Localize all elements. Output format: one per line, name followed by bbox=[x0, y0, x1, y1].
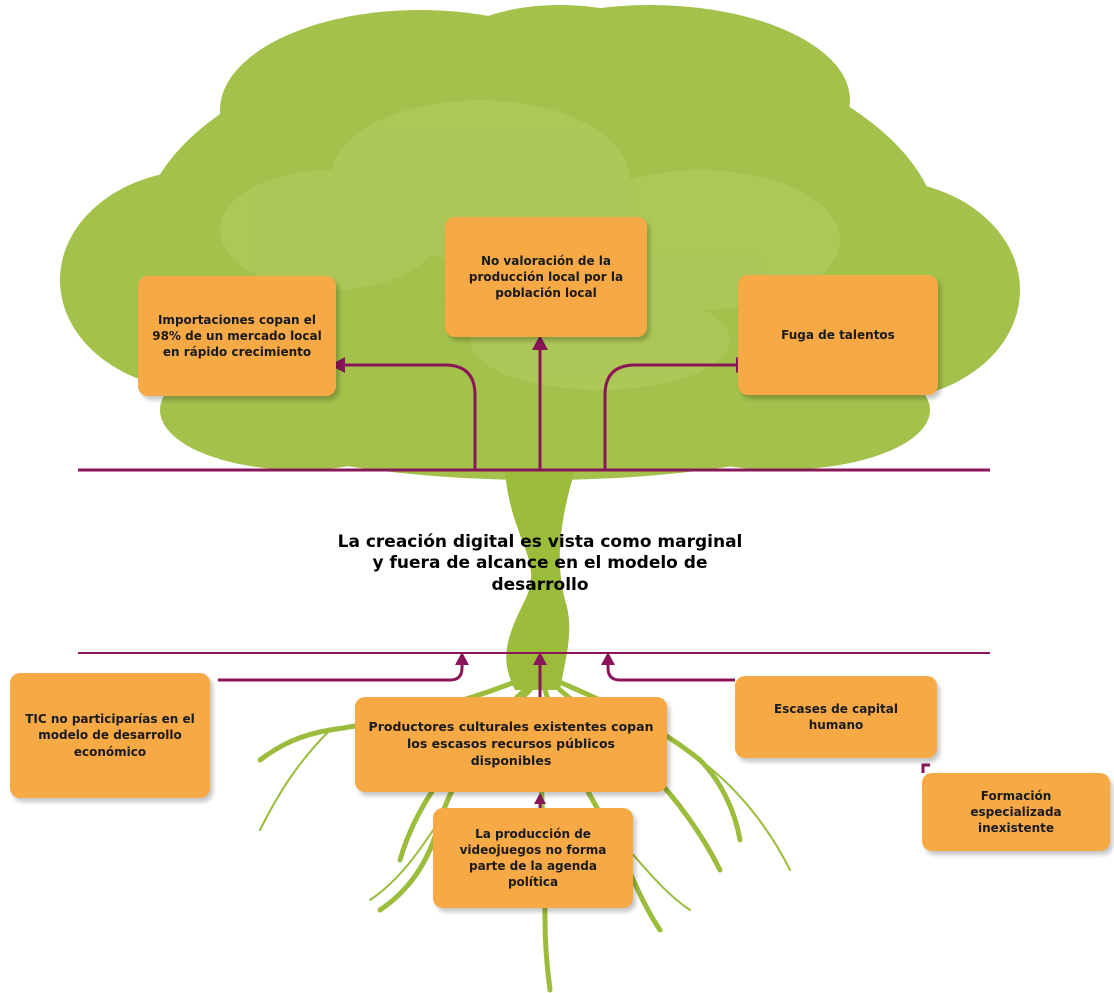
effect-box-importaciones: Importaciones copan el 98% de un mercado… bbox=[138, 276, 336, 396]
cause-box-videojuegos: La producción de videojuegos no forma pa… bbox=[433, 808, 633, 908]
cause-box-formacion: Formación especializada inexistente bbox=[922, 773, 1110, 851]
effect-text-no-valoracion: No valoración de la producción local por… bbox=[468, 253, 624, 301]
effect-box-fuga-talentos: Fuga de talentos bbox=[738, 275, 938, 395]
effect-box-no-valoracion: No valoración de la producción local por… bbox=[445, 217, 647, 337]
effect-text-fuga-talentos: Fuga de talentos bbox=[781, 327, 895, 342]
central-problem-text: La creación digital es vista como margin… bbox=[337, 532, 743, 595]
cause-box-productores: Productores culturales existentes copan … bbox=[355, 697, 667, 792]
cause-text-escases: Escases de capital humano bbox=[774, 701, 898, 732]
cause-text-videojuegos: La producción de videojuegos no forma pa… bbox=[459, 826, 607, 890]
cause-text-tic: TIC no participarías en el modelo de des… bbox=[25, 712, 195, 759]
cause-box-escases: Escases de capital humano bbox=[735, 676, 937, 758]
cause-text-formacion: Formación especializada inexistente bbox=[970, 788, 1062, 836]
effect-text-importaciones: Importaciones copan el 98% de un mercado… bbox=[152, 312, 322, 360]
cause-box-tic: TIC no participarías en el modelo de des… bbox=[10, 673, 210, 798]
cause-text-productores: Productores culturales existentes copan … bbox=[368, 719, 654, 768]
